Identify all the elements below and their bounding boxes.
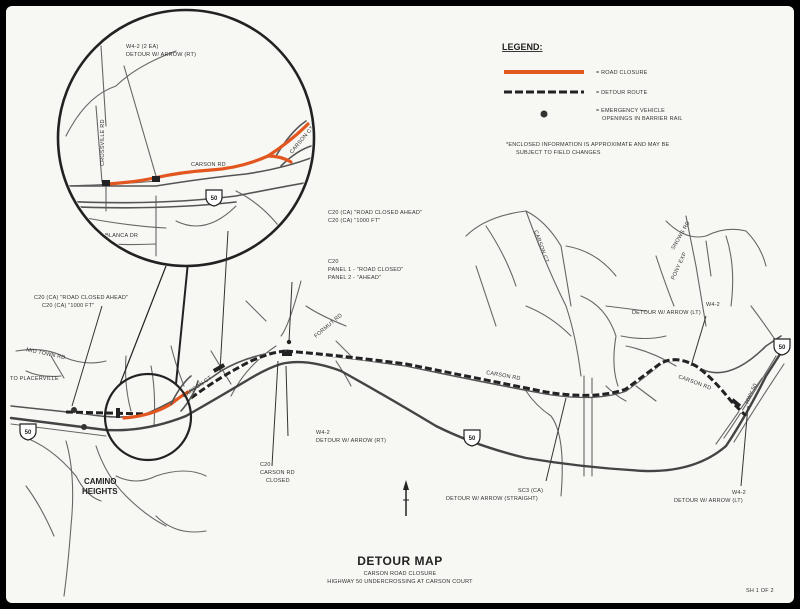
detour-map: 50 W4-2 (2 EA) DETOUR W/ ARROW (RT) CARS…	[9, 8, 791, 597]
title-block: DETOUR MAP CARSON ROAD CLOSURE HIGHWAY 5…	[327, 554, 773, 594]
barricade-icon	[730, 398, 742, 408]
sign-label: PANEL 2 - "AHEAD"	[328, 275, 381, 281]
road-label: CARSON RD	[677, 374, 712, 392]
inset-magnifier: 50 W4-2 (2 EA) DETOUR W/ ARROW (RT) CARS…	[56, 8, 316, 462]
road-label: FORMUT RD	[313, 313, 343, 340]
road-label: PONY EXP	[670, 251, 688, 281]
route-number: 50	[779, 345, 786, 351]
sign-label: C20	[260, 462, 271, 468]
sign-label: DETOUR W/ ARROW (LT)	[632, 310, 701, 316]
sign-label: W4-2	[732, 490, 746, 496]
leader-line	[740, 405, 749, 487]
emergency-opening-marker	[81, 424, 87, 430]
place-label: TO PLACERVILLE	[10, 376, 59, 382]
sign-marker	[286, 339, 292, 345]
sign-label: C20 (CA) "1000 FT"	[42, 303, 94, 309]
leader-line	[690, 315, 707, 367]
route-number: 50	[469, 436, 476, 442]
leader-line	[288, 281, 293, 343]
inset-road-label: SIERRA BLANCA DR	[82, 233, 138, 239]
leader-line	[71, 305, 103, 407]
leader-line	[545, 397, 567, 482]
inset-road-label: CROSSVILLE RD	[100, 119, 106, 166]
sign-label: PANEL 1 - "ROAD CLOSED"	[328, 267, 403, 273]
legend-title: LEGEND:	[502, 42, 543, 52]
sign-label: W4-2	[316, 430, 330, 436]
legend-emergency-label: = EMERGENCY VEHICLE	[596, 108, 665, 114]
road-label: CARSON CT	[532, 230, 549, 265]
place-labels: CAMINO HEIGHTS TO PLACERVILLE MID TOWN R…	[10, 220, 759, 496]
route-shield-icon: 50	[773, 338, 791, 356]
inset-connector	[175, 261, 189, 385]
inset-large-circle	[56, 8, 316, 268]
town-label: CAMINO	[84, 477, 116, 486]
map-subtitle: HIGHWAY 50 UNDERCROSSING AT CARSON COURT	[327, 579, 473, 585]
inset-connector	[119, 265, 167, 385]
map-title: DETOUR MAP	[357, 554, 442, 568]
sign-label: SC3 (CA)	[518, 488, 543, 494]
inset-road-label: CARSON RD	[191, 162, 226, 168]
road-label: CARSON RD	[486, 370, 521, 382]
barricade-icon	[282, 352, 292, 356]
sign-label: DETOUR W/ ARROW (RT)	[316, 438, 386, 444]
leader-line	[271, 360, 279, 467]
legend-marker-swatch	[540, 110, 548, 118]
inset-sign-label: W4-2 (2 EA)	[126, 44, 158, 50]
sign-label: CLOSED	[266, 478, 290, 484]
highway-50	[9, 346, 786, 473]
legend-detour-label: = DETOUR ROUTE	[596, 90, 648, 96]
leader-line	[285, 365, 289, 437]
sign-label: DETOUR W/ ARROW (LT)	[674, 498, 743, 504]
legend-note: SUBJECT TO FIELD CHANGES	[516, 150, 601, 156]
north-arrow-icon	[403, 480, 409, 516]
map-sheet: 50 W4-2 (2 EA) DETOUR W/ ARROW (RT) CARS…	[6, 6, 794, 603]
sign-label: W4-2	[706, 302, 720, 308]
sheet-number: SH 1 OF 2	[746, 588, 774, 594]
map-subtitle: CARSON ROAD CLOSURE	[364, 571, 437, 577]
legend-emergency-label: OPENINGS IN BARRIER RAIL	[602, 116, 683, 122]
legend: LEGEND: = ROAD CLOSURE = DETOUR ROUTE = …	[502, 42, 683, 156]
sign-label: C20 (CA) "1000 FT"	[328, 218, 380, 224]
inset-small-circle	[103, 372, 193, 462]
legend-note: *ENCLOSED INFORMATION IS APPROXIMATE AND…	[506, 142, 669, 148]
sign-label: C20	[328, 259, 339, 265]
road-label: MID TOWN RD	[26, 347, 66, 361]
legend-closure-label: = ROAD CLOSURE	[596, 70, 648, 76]
barricade-icon	[152, 176, 160, 182]
sign-label: DETOUR W/ ARROW (STRAIGHT)	[446, 496, 538, 502]
emergency-opening-marker	[71, 407, 77, 413]
carson-road	[10, 335, 782, 418]
leader-line	[219, 230, 229, 372]
sign-label: C20 (CA) "ROAD CLOSED AHEAD"	[34, 295, 128, 301]
inset-sign-label: DETOUR W/ ARROW (RT)	[126, 52, 196, 58]
inset-route-number: 50	[211, 196, 218, 202]
route-number: 50	[25, 430, 32, 436]
town-label: HEIGHTS	[82, 487, 118, 496]
sign-label: CARSON RD	[260, 470, 295, 476]
route-shield-icon: 50	[463, 429, 481, 447]
barricade-icon	[212, 363, 226, 373]
route-shield-icon: 50	[205, 189, 223, 207]
sign-markers	[71, 230, 749, 487]
sign-label: C20 (CA) "ROAD CLOSED AHEAD"	[328, 210, 422, 216]
barricade-icon	[116, 408, 120, 418]
barricade-icon	[102, 180, 110, 186]
route-shield-icon: 50	[19, 423, 37, 441]
sign-labels: C20 (CA) "ROAD CLOSED AHEAD" C20 (CA) "1…	[34, 210, 746, 504]
